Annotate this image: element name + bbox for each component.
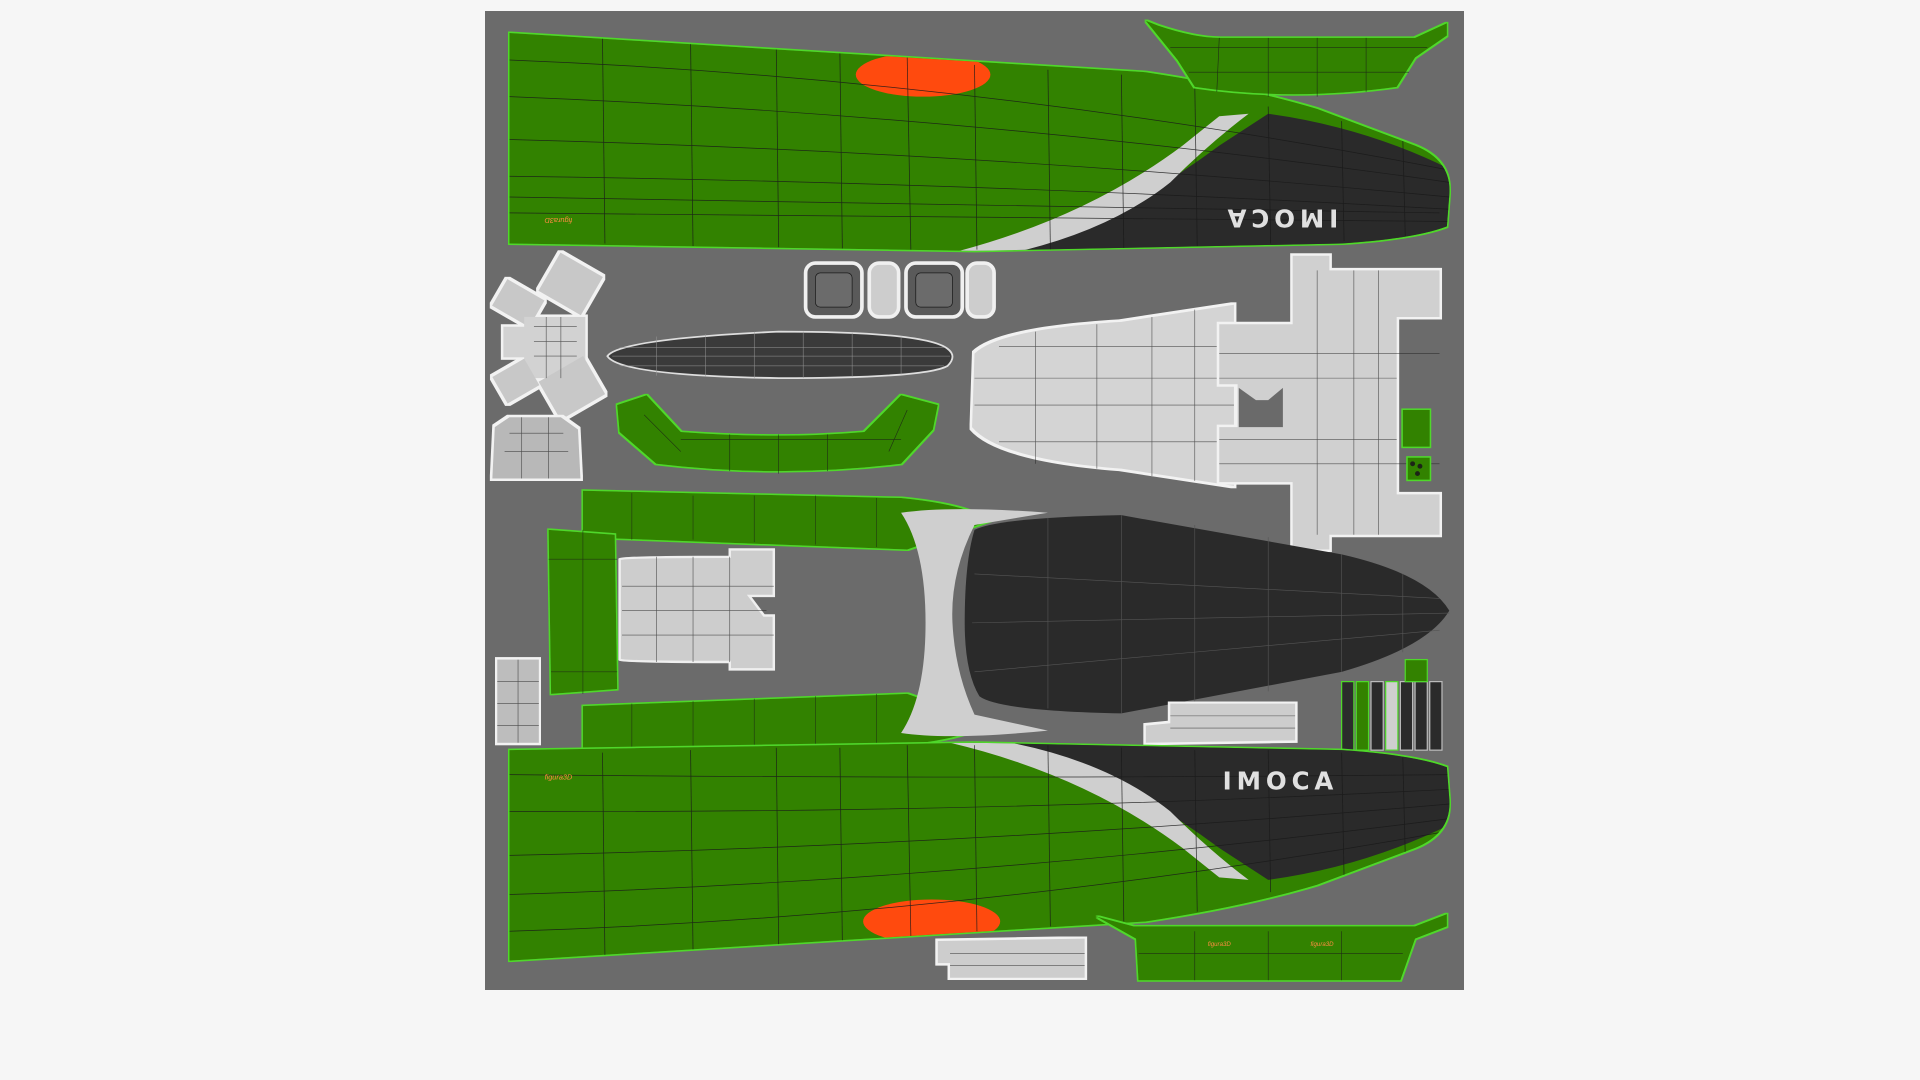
transom-strip-bottom [1096, 914, 1447, 981]
deck-light-band [901, 509, 1048, 737]
hatch-parts [803, 261, 996, 319]
hull-dark-bow-bottom [1011, 742, 1450, 880]
small-green-tags [1402, 409, 1430, 480]
orange-disc-top [855, 52, 991, 97]
brand-label-top: IMOCA [1223, 203, 1339, 232]
sponsor-label-bottom: figura3D [545, 773, 573, 782]
transom-strip-top [1145, 20, 1447, 95]
cockpit-floor [618, 548, 776, 671]
brand-label-bottom: IMOCA [1223, 766, 1339, 795]
cockpit-pieces [492, 252, 606, 420]
deck-dark-bow [964, 515, 1450, 714]
hull-mid-green-bottom [582, 693, 999, 753]
hull-light-stripe-bottom [950, 742, 1249, 880]
sponsor-label-strip-1: figura3D [1208, 941, 1232, 948]
bowsprit-part [1145, 703, 1296, 743]
deck-front [972, 304, 1234, 486]
uv-texture-map: IMOCA figura3D [485, 11, 1464, 990]
hull-light-stripe-top [950, 113, 1249, 251]
keel-bulb-part [937, 938, 1085, 978]
deck-aft [1219, 255, 1440, 550]
boom-part [606, 330, 954, 380]
foil-strips [1341, 658, 1443, 751]
green-bracket-mid [617, 395, 938, 472]
sponsor-label-top: figura3D [544, 216, 572, 225]
seat-piece [492, 417, 581, 479]
orange-disc-bottom [863, 899, 1001, 944]
sponsor-label-strip-2: figura3D [1310, 941, 1334, 948]
hull-mid-green-top [582, 490, 999, 550]
